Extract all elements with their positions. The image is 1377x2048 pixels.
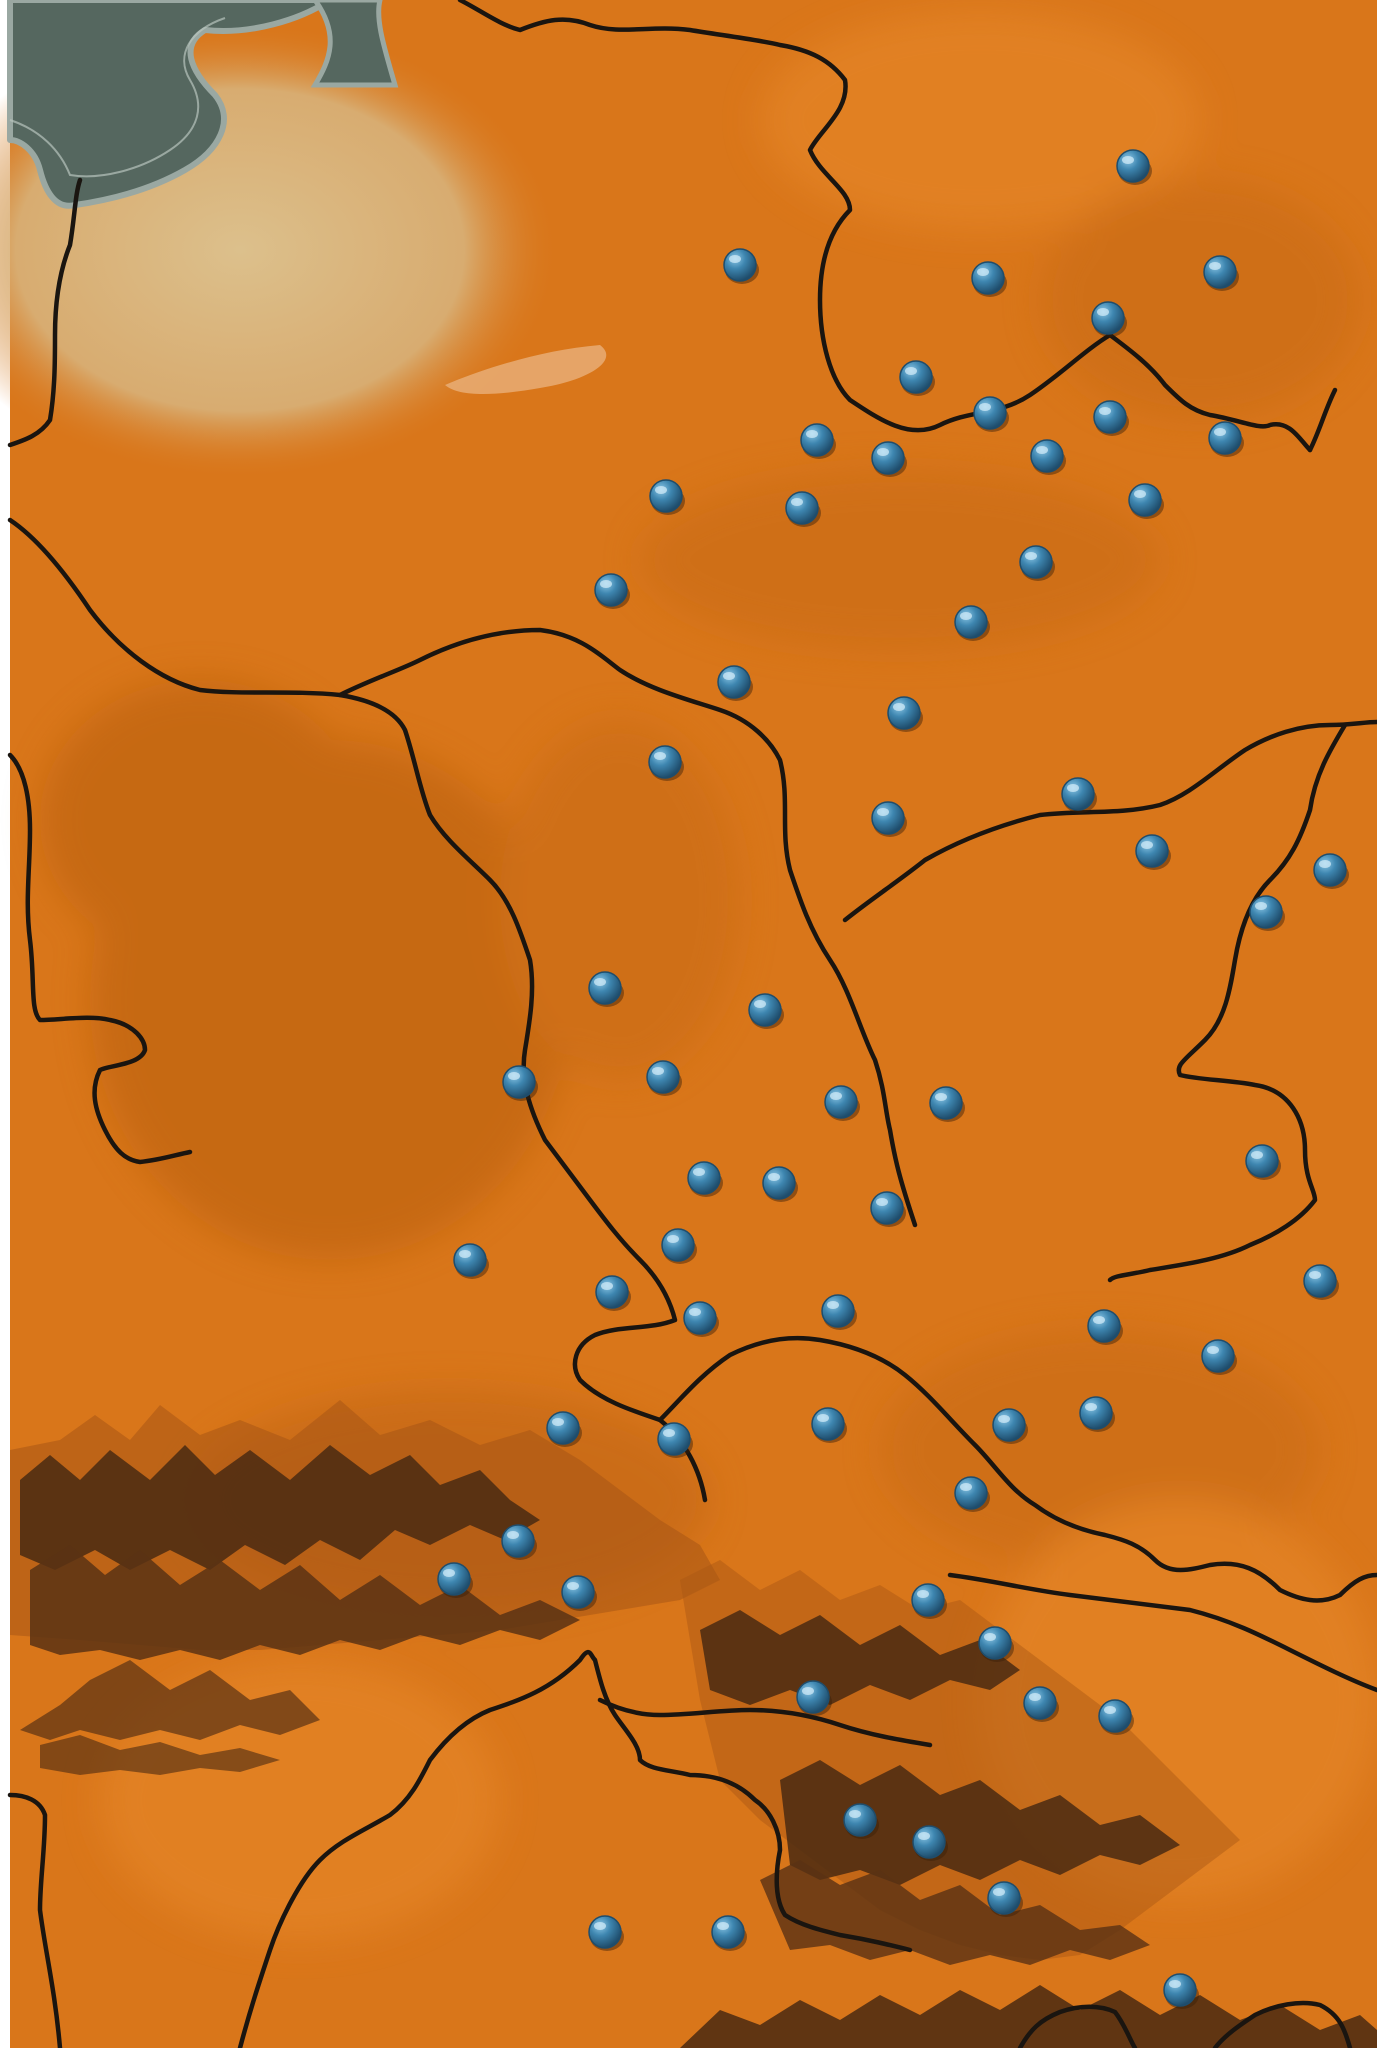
mountain-range-west xyxy=(10,1400,720,1775)
province-55-marker[interactable] xyxy=(796,1680,832,1716)
province-53-marker[interactable] xyxy=(911,1583,947,1619)
province-61-marker[interactable] xyxy=(588,1915,624,1951)
province-31-marker[interactable] xyxy=(824,1085,860,1121)
province-2-marker[interactable] xyxy=(723,248,759,284)
province-28-marker[interactable] xyxy=(748,993,784,1029)
province-30-marker[interactable] xyxy=(646,1060,682,1096)
province-markers[interactable] xyxy=(437,149,1349,2009)
province-8-marker[interactable] xyxy=(1093,400,1129,436)
province-17-marker[interactable] xyxy=(594,573,630,609)
province-22-marker[interactable] xyxy=(1061,777,1097,813)
province-43-marker[interactable] xyxy=(1201,1339,1237,1375)
province-21-marker[interactable] xyxy=(648,745,684,781)
sea-inlet xyxy=(310,0,399,88)
province-40-marker[interactable] xyxy=(683,1301,719,1337)
province-48-marker[interactable] xyxy=(1079,1396,1115,1432)
province-60-marker[interactable] xyxy=(711,1915,747,1951)
province-47-marker[interactable] xyxy=(992,1408,1028,1444)
province-27-marker[interactable] xyxy=(588,971,624,1007)
province-49-marker[interactable] xyxy=(954,1476,990,1512)
province-29-marker[interactable] xyxy=(502,1065,538,1101)
province-32-marker[interactable] xyxy=(929,1086,965,1122)
province-35-marker[interactable] xyxy=(762,1166,798,1202)
province-25-marker[interactable] xyxy=(1313,853,1349,889)
province-41-marker[interactable] xyxy=(821,1294,857,1330)
province-63-marker[interactable] xyxy=(453,1243,489,1279)
province-26-marker[interactable] xyxy=(1249,895,1285,931)
province-23-marker[interactable] xyxy=(871,801,907,837)
province-1-marker[interactable] xyxy=(1116,149,1152,185)
province-34-marker[interactable] xyxy=(687,1161,723,1197)
province-45-marker[interactable] xyxy=(657,1422,693,1458)
province-9-marker[interactable] xyxy=(1208,421,1244,457)
province-44-marker[interactable] xyxy=(546,1411,582,1447)
province-38-marker[interactable] xyxy=(1303,1264,1339,1300)
province-4-marker[interactable] xyxy=(1203,255,1239,291)
province-7-marker[interactable] xyxy=(973,396,1009,432)
province-15-marker[interactable] xyxy=(1128,483,1164,519)
province-54-marker[interactable] xyxy=(978,1626,1014,1662)
province-58-marker[interactable] xyxy=(912,1825,948,1861)
province-11-marker[interactable] xyxy=(871,441,907,477)
province-13-marker[interactable] xyxy=(649,479,685,515)
province-5-marker[interactable] xyxy=(1091,301,1127,337)
province-24-marker[interactable] xyxy=(1135,834,1171,870)
province-borders xyxy=(7,0,1377,2048)
province-3-marker[interactable] xyxy=(971,261,1007,297)
province-46-marker[interactable] xyxy=(811,1407,847,1443)
map-left-edge xyxy=(0,0,10,2048)
province-39-marker[interactable] xyxy=(595,1275,631,1311)
province-50-marker[interactable] xyxy=(501,1524,537,1560)
province-64-marker[interactable] xyxy=(843,1803,879,1839)
province-36-marker[interactable] xyxy=(870,1191,906,1227)
province-12-marker[interactable] xyxy=(1030,439,1066,475)
province-18-marker[interactable] xyxy=(954,605,990,641)
province-14-marker[interactable] xyxy=(785,491,821,527)
province-16-marker[interactable] xyxy=(1019,545,1055,581)
province-37-marker[interactable] xyxy=(661,1228,697,1264)
province-52-marker[interactable] xyxy=(561,1575,597,1611)
province-62-marker[interactable] xyxy=(1163,1973,1199,2009)
province-19-marker[interactable] xyxy=(717,665,753,701)
province-56-marker[interactable] xyxy=(1023,1686,1059,1722)
province-33-marker[interactable] xyxy=(1245,1144,1281,1180)
desert-wisp xyxy=(445,345,607,394)
province-10-marker[interactable] xyxy=(800,423,836,459)
sea-inner-edge xyxy=(9,17,226,178)
province-51-marker[interactable] xyxy=(437,1562,473,1598)
province-6-marker[interactable] xyxy=(899,360,935,396)
mountain-range-east xyxy=(680,1560,1377,2048)
province-20-marker[interactable] xyxy=(887,696,923,732)
province-42-marker[interactable] xyxy=(1087,1309,1123,1345)
province-57-marker[interactable] xyxy=(1098,1699,1134,1735)
province-59-marker[interactable] xyxy=(987,1881,1023,1917)
sea-region xyxy=(7,0,333,209)
